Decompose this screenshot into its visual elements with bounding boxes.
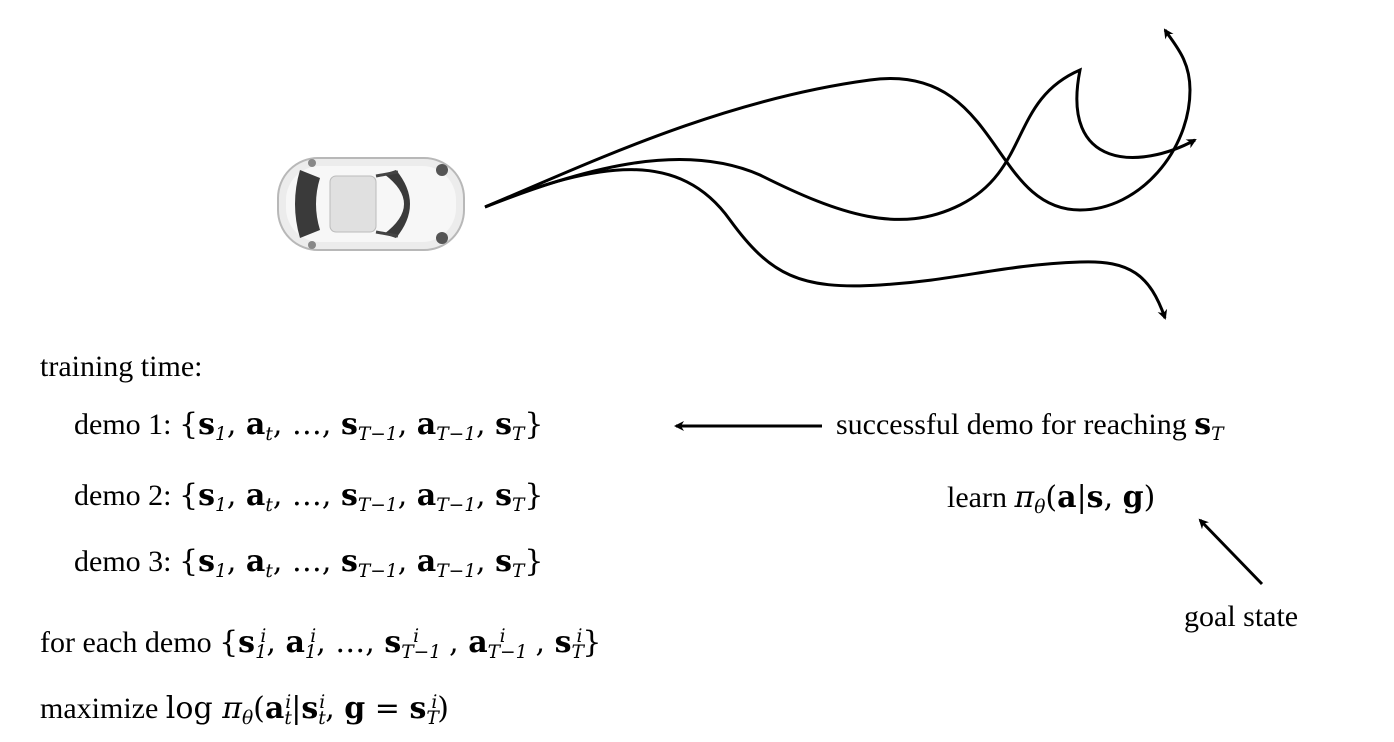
demo-2-sequence: {s1, at, …, sT−1, aT−1, sT} [179, 478, 544, 516]
demo-3-label: demo 3: [74, 545, 172, 578]
maximize-objective: maximize log πθ(ati|sti, g = sTi) [40, 691, 449, 729]
training-time-label: training time: [40, 350, 203, 383]
trajectory-middle [484, 67, 1197, 221]
demo-row-1: demo 1: {s1, at, …, sT−1, aT−1, sT} [74, 407, 544, 445]
objective-expression: log πθ(ati|sti, g = sTi) [165, 691, 449, 729]
log-label: log [165, 691, 213, 726]
trajectory-top [484, 28, 1192, 212]
trajectory-bottom [484, 168, 1168, 320]
demo-row-3: demo 3: {s1, at, …, sT−1, aT−1, sT} [74, 544, 544, 582]
demo-3-sequence: {s1, at, …, sT−1, aT−1, sT} [179, 544, 544, 582]
generic-demo-sequence: {s1i, a1i, …, sT−1i, aT−1i, sTi} [219, 625, 602, 663]
successful-demo-text: successful demo for reaching [836, 408, 1187, 441]
demo-1-label: demo 1: [74, 408, 172, 441]
demo-2-label: demo 2: [74, 479, 172, 512]
demo-1-sequence: {s1, at, …, sT−1, aT−1, sT} [179, 407, 544, 445]
successful-demo-annotation: successful demo for reaching sT [836, 407, 1224, 445]
maximize-label: maximize [40, 692, 159, 725]
car-icon [277, 157, 465, 251]
policy-expression: πθ(a|s, g) [1014, 480, 1156, 518]
demo-row-2: demo 2: {s1, at, …, sT−1, aT−1, sT} [74, 478, 544, 516]
learn-label: learn [947, 481, 1007, 514]
for-each-label: for each demo [40, 626, 212, 659]
goal-state-arrow [1198, 518, 1264, 586]
for-each-demo: for each demo {s1i, a1i, …, sT−1i, aT−1i… [40, 625, 602, 663]
trajectories [484, 28, 1197, 320]
goal-state-label: goal state [1184, 600, 1299, 633]
learn-policy: learn πθ(a|s, g) [947, 480, 1156, 518]
